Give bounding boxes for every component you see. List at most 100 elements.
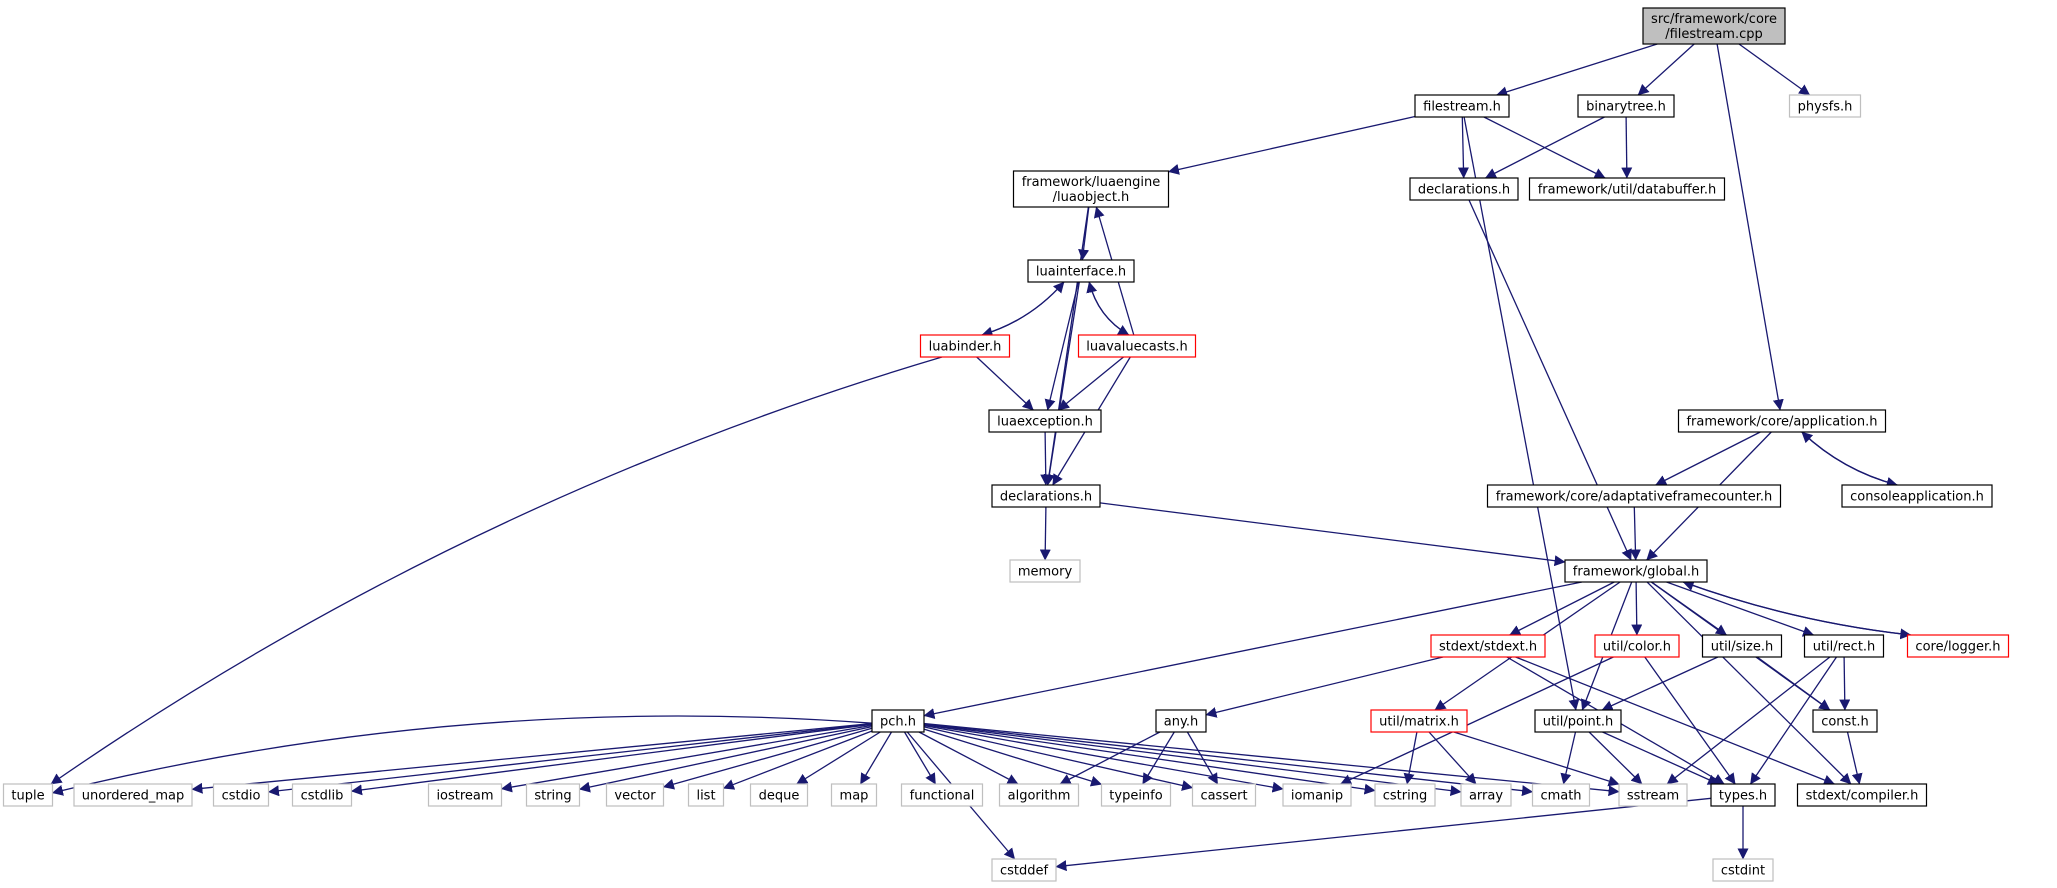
nodes-layer: src/framework/core/filestream.cpp filestr… (2, 7, 2010, 882)
node-binarytree-h[interactable]: binarytree.h (1577, 94, 1675, 118)
node-box (1191, 783, 1257, 807)
node-application-h[interactable]: framework/core/application.h (1677, 409, 1887, 433)
node-memory: memory (1009, 559, 1081, 583)
node-label-line: util/size.h (1711, 640, 1774, 655)
node-label: any.h (1164, 715, 1198, 730)
edge-size_h-to-point_h (1601, 656, 1719, 711)
node-label-line: cmath (1540, 789, 1581, 804)
node-typeinfo: typeinfo (1100, 783, 1172, 807)
node-label-line: array (1469, 789, 1503, 804)
node-box (2, 783, 54, 807)
node-vector: vector (605, 783, 665, 807)
node-label-line: string (534, 789, 571, 804)
edge-root-to-binarytree_h (1637, 43, 1695, 96)
node-tuple: tuple (2, 783, 54, 807)
node-box (291, 783, 353, 807)
edge-pch_h-to-tuple (51, 715, 873, 796)
node-label: framework/global.h (1573, 565, 1699, 580)
node-label: framework/luaengine/luaobject.h (1022, 175, 1161, 205)
node-array: array (1460, 783, 1512, 807)
node-box (1677, 409, 1887, 433)
node-any-h[interactable]: any.h (1155, 709, 1207, 733)
edge-luainterface_h-to-luabinder_h (981, 281, 1065, 338)
node-box (212, 783, 270, 807)
node-label: array (1469, 789, 1503, 804)
node-compiler-h[interactable]: stdext/compiler.h (1796, 783, 1928, 807)
node-label: declarations.h (1000, 490, 1092, 505)
node-matrix-h[interactable]: util/matrix.h (1370, 709, 1468, 733)
node-label: luaexception.h (997, 415, 1093, 430)
node-luainterface-h[interactable]: luainterface.h (1027, 259, 1135, 283)
edge-types_h-to-cstddef (1055, 797, 1712, 872)
node-databuffer-h[interactable]: framework/util/databuffer.h (1528, 177, 1726, 201)
node-label-line: /filestream.cpp (1665, 27, 1763, 42)
node-adaptative-h[interactable]: framework/core/adaptativeframecounter.h (1486, 484, 1782, 508)
node-label-line: pch.h (880, 715, 916, 730)
node-luaexception-h[interactable]: luaexception.h (988, 409, 1102, 433)
node-label-line: cstdlib (301, 789, 344, 804)
node-stdext-h[interactable]: stdext/stdext.h (1430, 634, 1546, 658)
node-box (1594, 634, 1680, 658)
node-label-line: util/point.h (1543, 715, 1613, 730)
node-label-line: types.h (1719, 789, 1767, 804)
node-box (998, 783, 1080, 807)
node-label-line: iomanip (1291, 789, 1343, 804)
edge-filestream_h-to-luaobject_h (1167, 115, 1416, 175)
edge-pch_h-to-deque (796, 731, 881, 785)
node-label: framework/core/adaptativeframecounter.h (1496, 490, 1773, 505)
node-cmath: cmath (1531, 783, 1591, 807)
node-rect-h[interactable]: util/rect.h (1803, 634, 1885, 658)
node-box (427, 783, 503, 807)
edge-pch_h-to-cstdlib (350, 723, 873, 796)
node-logger-h[interactable]: core/logger.h (1906, 634, 2010, 658)
edge-pch_h-to-cstring (923, 724, 1376, 795)
node-box (1370, 709, 1468, 733)
node-label-line: framework/luaengine (1022, 175, 1161, 190)
node-types-h[interactable]: types.h (1710, 783, 1776, 807)
node-luabinder-h[interactable]: luabinder.h (919, 334, 1011, 358)
node-label: luavaluecasts.h (1086, 340, 1187, 355)
edge-pch_h-to-string (578, 725, 873, 793)
node-luavaluecasts-h[interactable]: luavaluecasts.h (1077, 334, 1197, 358)
node-consoleapp-h[interactable]: consoleapplication.h (1841, 484, 1993, 508)
edge-pch_h-to-iostream (500, 724, 873, 793)
edge-point_h-to-types_h (1602, 731, 1720, 785)
node-global-h[interactable]: framework/global.h (1564, 559, 1708, 583)
node-map: map (830, 783, 878, 807)
edge-luabinder_h-to-tuple (50, 356, 943, 785)
node-label-line: declarations.h (1000, 490, 1092, 505)
node-declarations-lua[interactable]: declarations.h (991, 484, 1101, 508)
node-box (605, 783, 665, 807)
node-iostream: iostream (427, 783, 503, 807)
edge-pch_h-to-map (859, 731, 893, 785)
node-size-h[interactable]: util/size.h (1701, 634, 1783, 658)
edge-filestream_h-to-declarations_top (1457, 116, 1469, 179)
node-color-h[interactable]: util/color.h (1594, 634, 1680, 658)
node-declarations-top[interactable]: declarations.h (1409, 177, 1519, 201)
edge-const_h-to-compiler_h (1846, 731, 1863, 785)
node-box (830, 783, 878, 807)
node-filestream-h[interactable]: filestream.h (1414, 94, 1510, 118)
edge-luabinder_h-to-luainterface_h (981, 281, 1065, 336)
node-functional: functional (900, 783, 984, 807)
edge-root-to-filestream_h (1496, 43, 1658, 98)
edge-rect_h-to-sstream (1666, 656, 1831, 785)
edge-luaexception_h-to-declarations_lua (1040, 431, 1052, 486)
node-root[interactable]: src/framework/core/filestream.cpp (1642, 7, 1786, 45)
node-const-h[interactable]: const.h (1812, 709, 1878, 733)
node-box (1009, 559, 1081, 583)
node-point-h[interactable]: util/point.h (1534, 709, 1622, 733)
node-label: util/point.h (1543, 715, 1613, 730)
edge-global_h-to-stdext_h (1509, 581, 1615, 636)
node-label-line: src/framework/core (1651, 12, 1777, 27)
node-list: list (687, 783, 725, 807)
node-label: cmath (1540, 789, 1581, 804)
node-luaobject-h[interactable]: framework/luaengine/luaobject.h (1012, 170, 1170, 208)
node-label: iostream (436, 789, 493, 804)
node-pch-h[interactable]: pch.h (871, 709, 925, 733)
node-deque: deque (749, 783, 809, 807)
node-label: pch.h (880, 715, 916, 730)
node-physfs-h: physfs.h (1788, 94, 1862, 118)
node-label: tuple (11, 789, 44, 804)
node-box (1460, 783, 1512, 807)
